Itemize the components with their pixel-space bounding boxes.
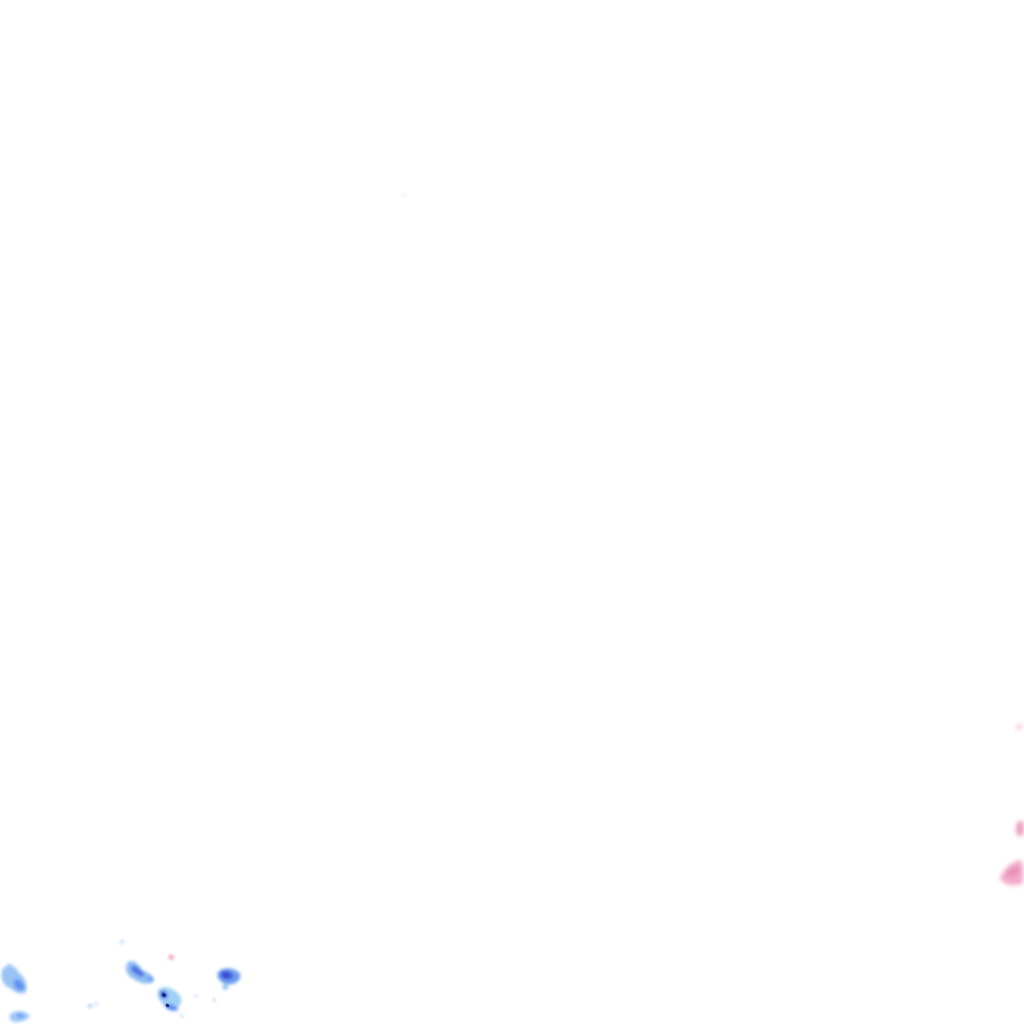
rain-cell: [1, 963, 27, 994]
rain-cell: [162, 993, 170, 1008]
mixed-speck: [168, 954, 175, 960]
rain-specks: [88, 193, 406, 1018]
rain-cell: [125, 960, 154, 984]
rain-cells-southwest: [1, 193, 406, 1023]
rain-cell: [157, 987, 182, 1011]
rain-cell: [10, 1011, 30, 1023]
mixed-cells-east: [1000, 723, 1024, 886]
rain-cell: [217, 968, 241, 990]
